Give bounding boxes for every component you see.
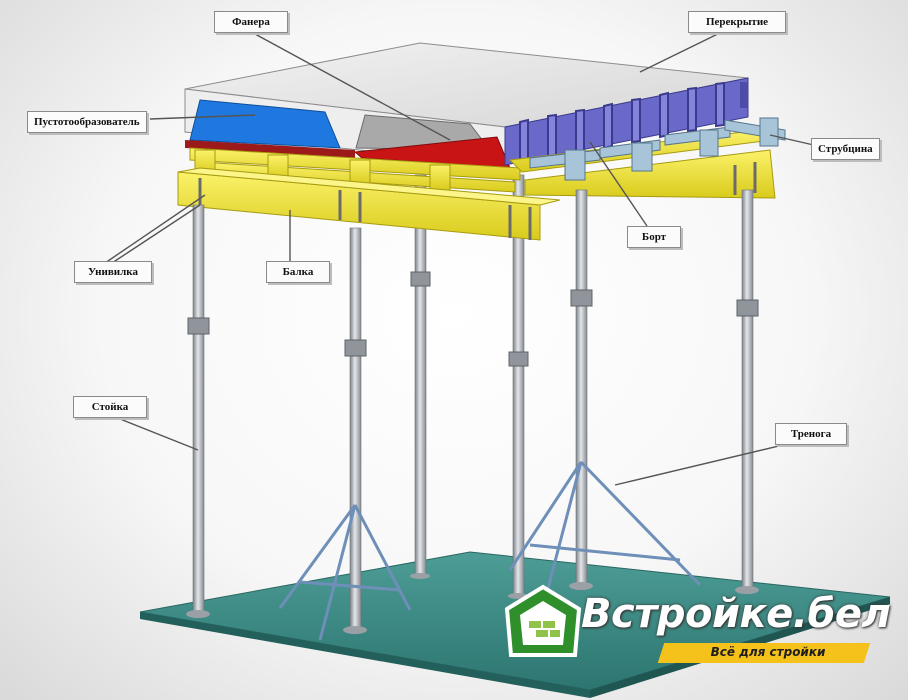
prop-back <box>410 174 529 599</box>
label-perekrytie: Перекрытие <box>688 11 786 33</box>
tripod-trenoga <box>278 460 702 641</box>
label-pustotoobrazovatel: Пустотообразователь <box>27 111 147 133</box>
label-unihvilka: Унивилка <box>74 261 152 283</box>
brand-name: Встройке.бел <box>581 591 891 637</box>
label-balka: Балка <box>266 261 330 283</box>
main-beam-balka <box>177 162 757 241</box>
label-bort: Борт <box>627 226 681 248</box>
label-stoika: Стойка <box>73 396 147 418</box>
house-brick-logo <box>504 584 582 657</box>
label-strubcina: Струбцина <box>811 138 880 160</box>
brand-logo[interactable]: Встройке.бел Всё для стройки <box>503 583 891 678</box>
leader-lines <box>104 27 819 486</box>
brand-tagline: Всё для стройки <box>710 645 826 659</box>
label-trenoga: Тренога <box>775 423 847 445</box>
label-fanera: Фанера <box>214 11 288 33</box>
prop-stoika <box>186 189 759 634</box>
